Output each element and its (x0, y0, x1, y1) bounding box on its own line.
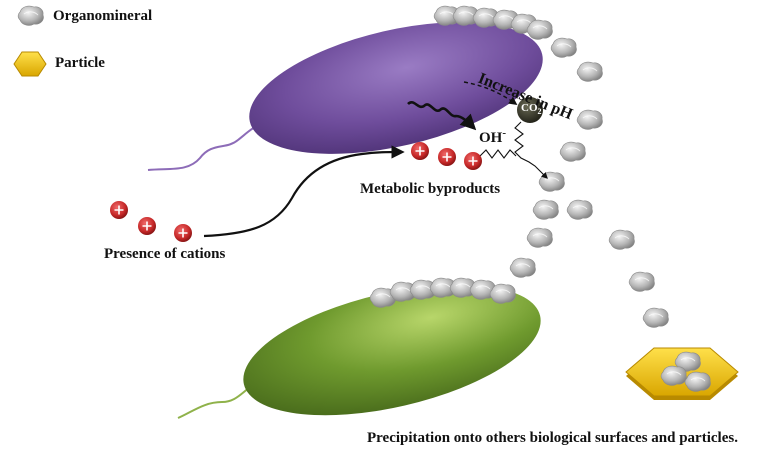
co2-label: CO2 (521, 102, 542, 116)
zigzag-cations-line (479, 149, 517, 159)
green-cell-flagellum (177, 385, 253, 419)
metabolic-cations (410, 141, 483, 171)
oh-wavy-arrow (407, 101, 477, 131)
metabolic-byproducts-label: Metabolic byproducts (360, 181, 501, 197)
legend-organomineral-label: Organomineral (53, 8, 153, 24)
legend-particle-label: Particle (55, 55, 105, 71)
oh-symbol: OH (479, 130, 503, 146)
legend-organomineral-icon (17, 5, 44, 26)
green-bacterium-cell (243, 284, 541, 416)
legend-particle-icon (13, 51, 47, 77)
oh-label: OH- (479, 127, 506, 147)
co2-symbol: CO (521, 102, 538, 114)
co2-molecule (517, 97, 543, 123)
particle-hexagon (625, 347, 739, 400)
environment-cations (109, 200, 193, 243)
presence-of-cations-label: Presence of cations (104, 246, 226, 262)
precipitation-label: Precipitation onto others biological sur… (367, 430, 738, 446)
oh-superscript: - (502, 127, 507, 139)
cations-curved-arrow (203, 145, 405, 238)
zigzag-line (514, 121, 548, 179)
purple-cell-flagellum (147, 125, 259, 171)
co2-subscript: 2 (537, 107, 542, 117)
ph-dashed-arrow (463, 81, 518, 105)
precipitating-organominerals (509, 37, 669, 328)
